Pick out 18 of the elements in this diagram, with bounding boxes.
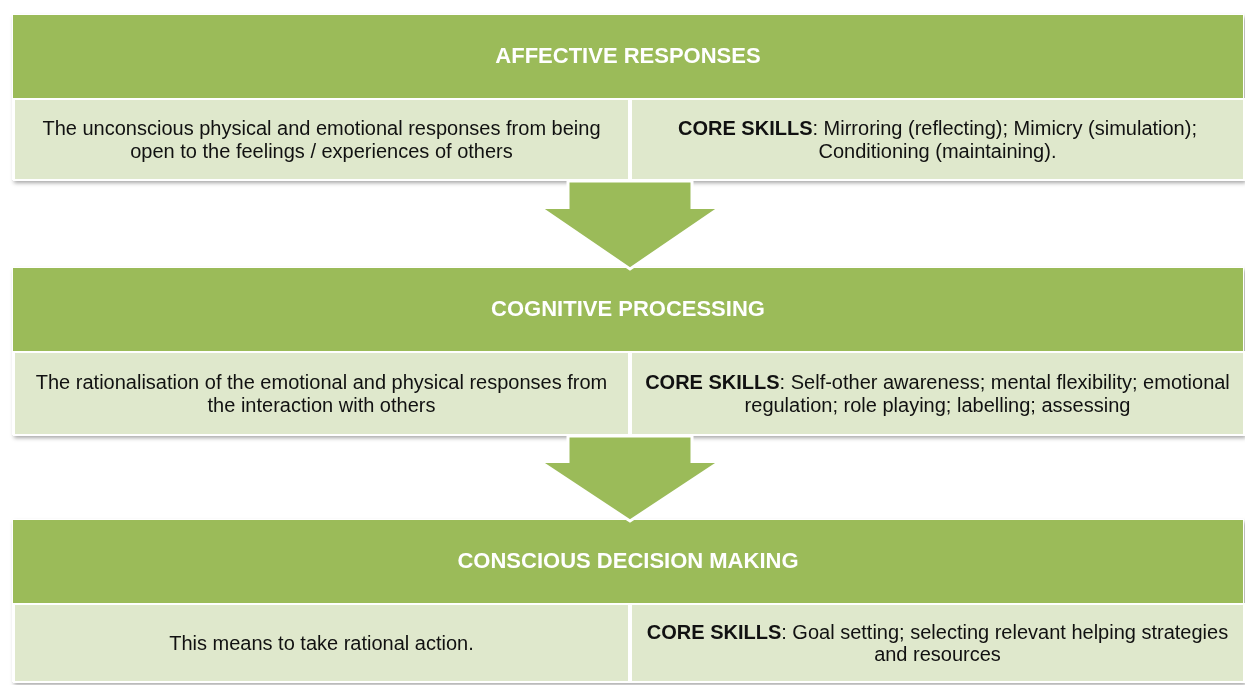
description-text: This means to take rational action. (168, 631, 475, 655)
section-panel (12, 267, 1244, 435)
section-panel (12, 519, 1244, 682)
text-cell (630, 351, 1245, 436)
section-heading: AFFECTIVE RESPONSES (494, 42, 762, 69)
text-cell (630, 98, 1245, 181)
section-heading: COGNITIVE PROCESSING (490, 295, 766, 322)
description-text: The unconscious physical and emotional responses from being open to the feelings / experiences of others (41, 117, 602, 162)
description-text: CORE SKILLS: Goal setting; selecting relevant helping strategies and resources (645, 620, 1230, 666)
text-cell (13, 98, 630, 181)
text-cell (13, 603, 630, 683)
section-heading: CONSCIOUS DECISION MAKING (456, 547, 800, 574)
text-cell (13, 351, 630, 436)
description-text: CORE SKILLS: Mirroring (reflecting); Mimicry (simulation); Conditioning (maintaining). (677, 117, 1198, 162)
description-text: The rationalisation of the emotional and physical responses from the interaction with others (34, 371, 609, 416)
text-cell (630, 603, 1245, 683)
section-panel (12, 14, 1244, 180)
description-text: CORE SKILLS: Self-other awareness; mental flexibility; emotional regulation; role playing; labelling; assessing (644, 371, 1231, 416)
